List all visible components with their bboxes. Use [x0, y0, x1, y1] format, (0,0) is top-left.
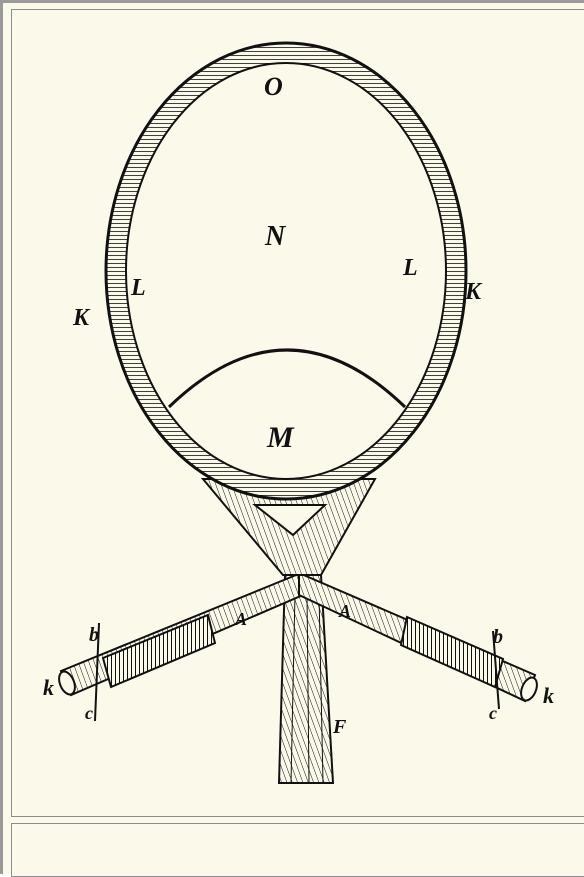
- label-L-left: L: [130, 275, 146, 301]
- left-nerve-branch: [56, 573, 303, 721]
- label-c-left: c: [85, 703, 93, 723]
- label-M: M: [266, 421, 295, 454]
- label-c-right: c: [489, 703, 497, 723]
- label-L-right: L: [402, 255, 418, 281]
- label-F: F: [332, 716, 347, 738]
- label-k-right: k: [543, 683, 554, 708]
- eye-optic-nerve-diagram: O N M L L K K F A A b b c c k k: [3, 3, 584, 817]
- label-b-left: b: [89, 624, 99, 646]
- label-b-right: b: [493, 626, 503, 648]
- right-nerve-branch: [299, 573, 540, 709]
- label-K-left: K: [72, 305, 91, 331]
- label-N: N: [264, 221, 287, 252]
- label-K-right: K: [464, 279, 483, 305]
- label-O: O: [264, 72, 283, 101]
- label-A-left: A: [234, 609, 247, 629]
- label-A-right: A: [338, 601, 351, 621]
- caption-cell: [11, 823, 584, 877]
- label-k-left: k: [43, 675, 54, 700]
